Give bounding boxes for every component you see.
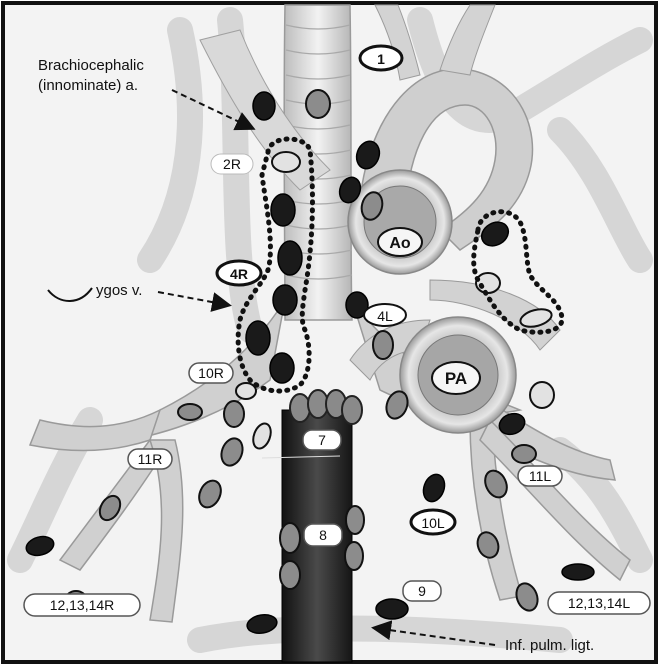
station-4r-label: 4R (230, 266, 248, 282)
station-1-label: 1 (377, 51, 385, 67)
station-4l-label: 4L (377, 308, 393, 324)
aorta-cross-section: Ao (348, 170, 452, 274)
pa-label: PA (445, 369, 467, 388)
station-9-label: 9 (418, 583, 426, 599)
station-10l-tag: 10L (411, 510, 455, 534)
station-11l-label: 11L (529, 468, 552, 484)
station-11r-label: 11R (138, 451, 163, 467)
station-10r-tag: 10R (189, 363, 233, 383)
station-11r-tag: 11R (128, 449, 172, 469)
station-12-13-14r-tag: 12,13,14R (24, 594, 140, 616)
aorta-label: Ao (389, 235, 411, 252)
station-8-tag: 8 (304, 524, 342, 546)
azygos-label: ygos v. (96, 282, 142, 299)
station-8-label: 8 (319, 527, 327, 543)
station-4l-tag: 4L (364, 304, 406, 326)
station-10l-label: 10L (421, 515, 445, 531)
station-1-tag: 1 (360, 46, 402, 70)
station-7-label: 7 (318, 432, 326, 448)
station-2r-label: 2R (223, 156, 241, 172)
brachiocephalic-label-line2: (innominate) a. (38, 77, 138, 94)
station-11l-tag: 11L (518, 466, 562, 486)
station-9-tag: 9 (403, 581, 441, 601)
station-10r-label: 10R (198, 365, 224, 381)
inf-pulm-label: Inf. pulm. ligt. (505, 637, 594, 654)
station-4r-tag: 4R (217, 261, 261, 285)
brachiocephalic-label-line1: Brachiocephalic (38, 57, 144, 74)
station-12-13-14l-label: 12,13,14L (568, 595, 630, 611)
station-12-13-14l-tag: 12,13,14L (548, 592, 650, 614)
station-2r-tag: 2R (211, 154, 253, 174)
station-12-13-14r-label: 12,13,14R (50, 597, 115, 613)
